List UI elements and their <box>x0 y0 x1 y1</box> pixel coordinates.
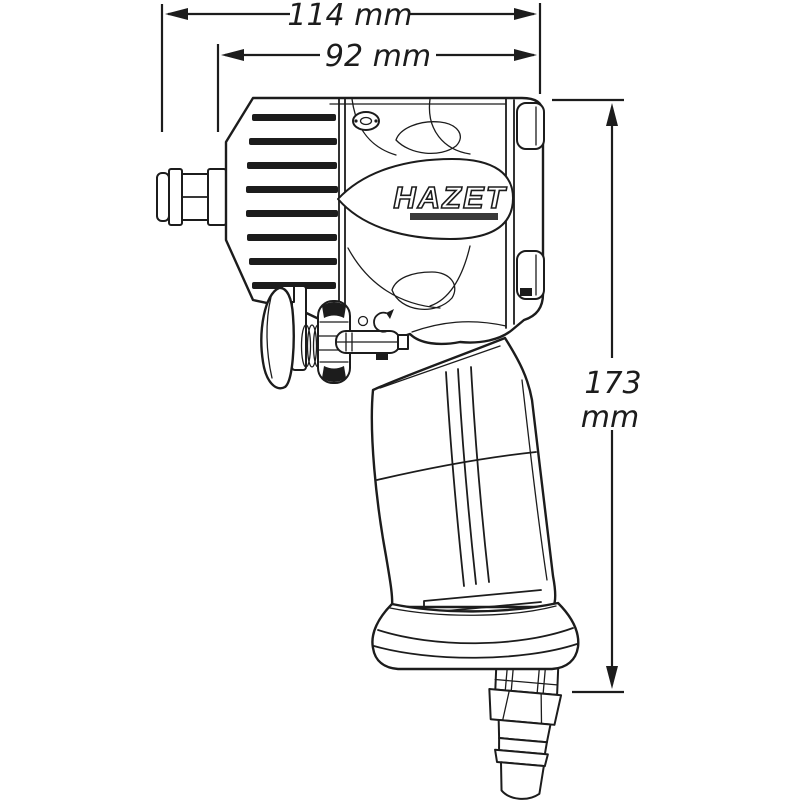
motor-housing: HAZET <box>224 96 545 346</box>
trigger-valve-assembly <box>260 285 409 390</box>
pistol-grip-handle <box>370 336 557 614</box>
handle-base <box>371 601 580 671</box>
dimension-housing-length: 92 mm <box>216 39 537 132</box>
dimension-overall-length: 114 mm <box>160 0 542 132</box>
square-drive-anvil <box>156 168 227 226</box>
dimension-value-overall-height: 173 <box>584 366 641 401</box>
dimension-unit-overall-height: mm <box>581 400 639 435</box>
rotation-direction-icon <box>357 309 394 333</box>
valve-bolt <box>335 330 409 360</box>
dimension-overall-height: 173 mm <box>552 98 642 694</box>
impact-wrench: HAZET <box>156 96 580 800</box>
cooling-fins <box>246 114 338 289</box>
dimension-label-overall-length: 114 mm <box>287 0 412 33</box>
dimension-label-housing-length: 92 mm <box>325 39 431 74</box>
screw-detail <box>352 111 380 131</box>
hazet-logo: HAZET <box>393 180 507 215</box>
logo-panel: HAZET <box>337 158 514 240</box>
housing-contours <box>347 98 507 333</box>
reverse-valve-knob <box>317 300 351 384</box>
logo-underline <box>410 213 498 220</box>
